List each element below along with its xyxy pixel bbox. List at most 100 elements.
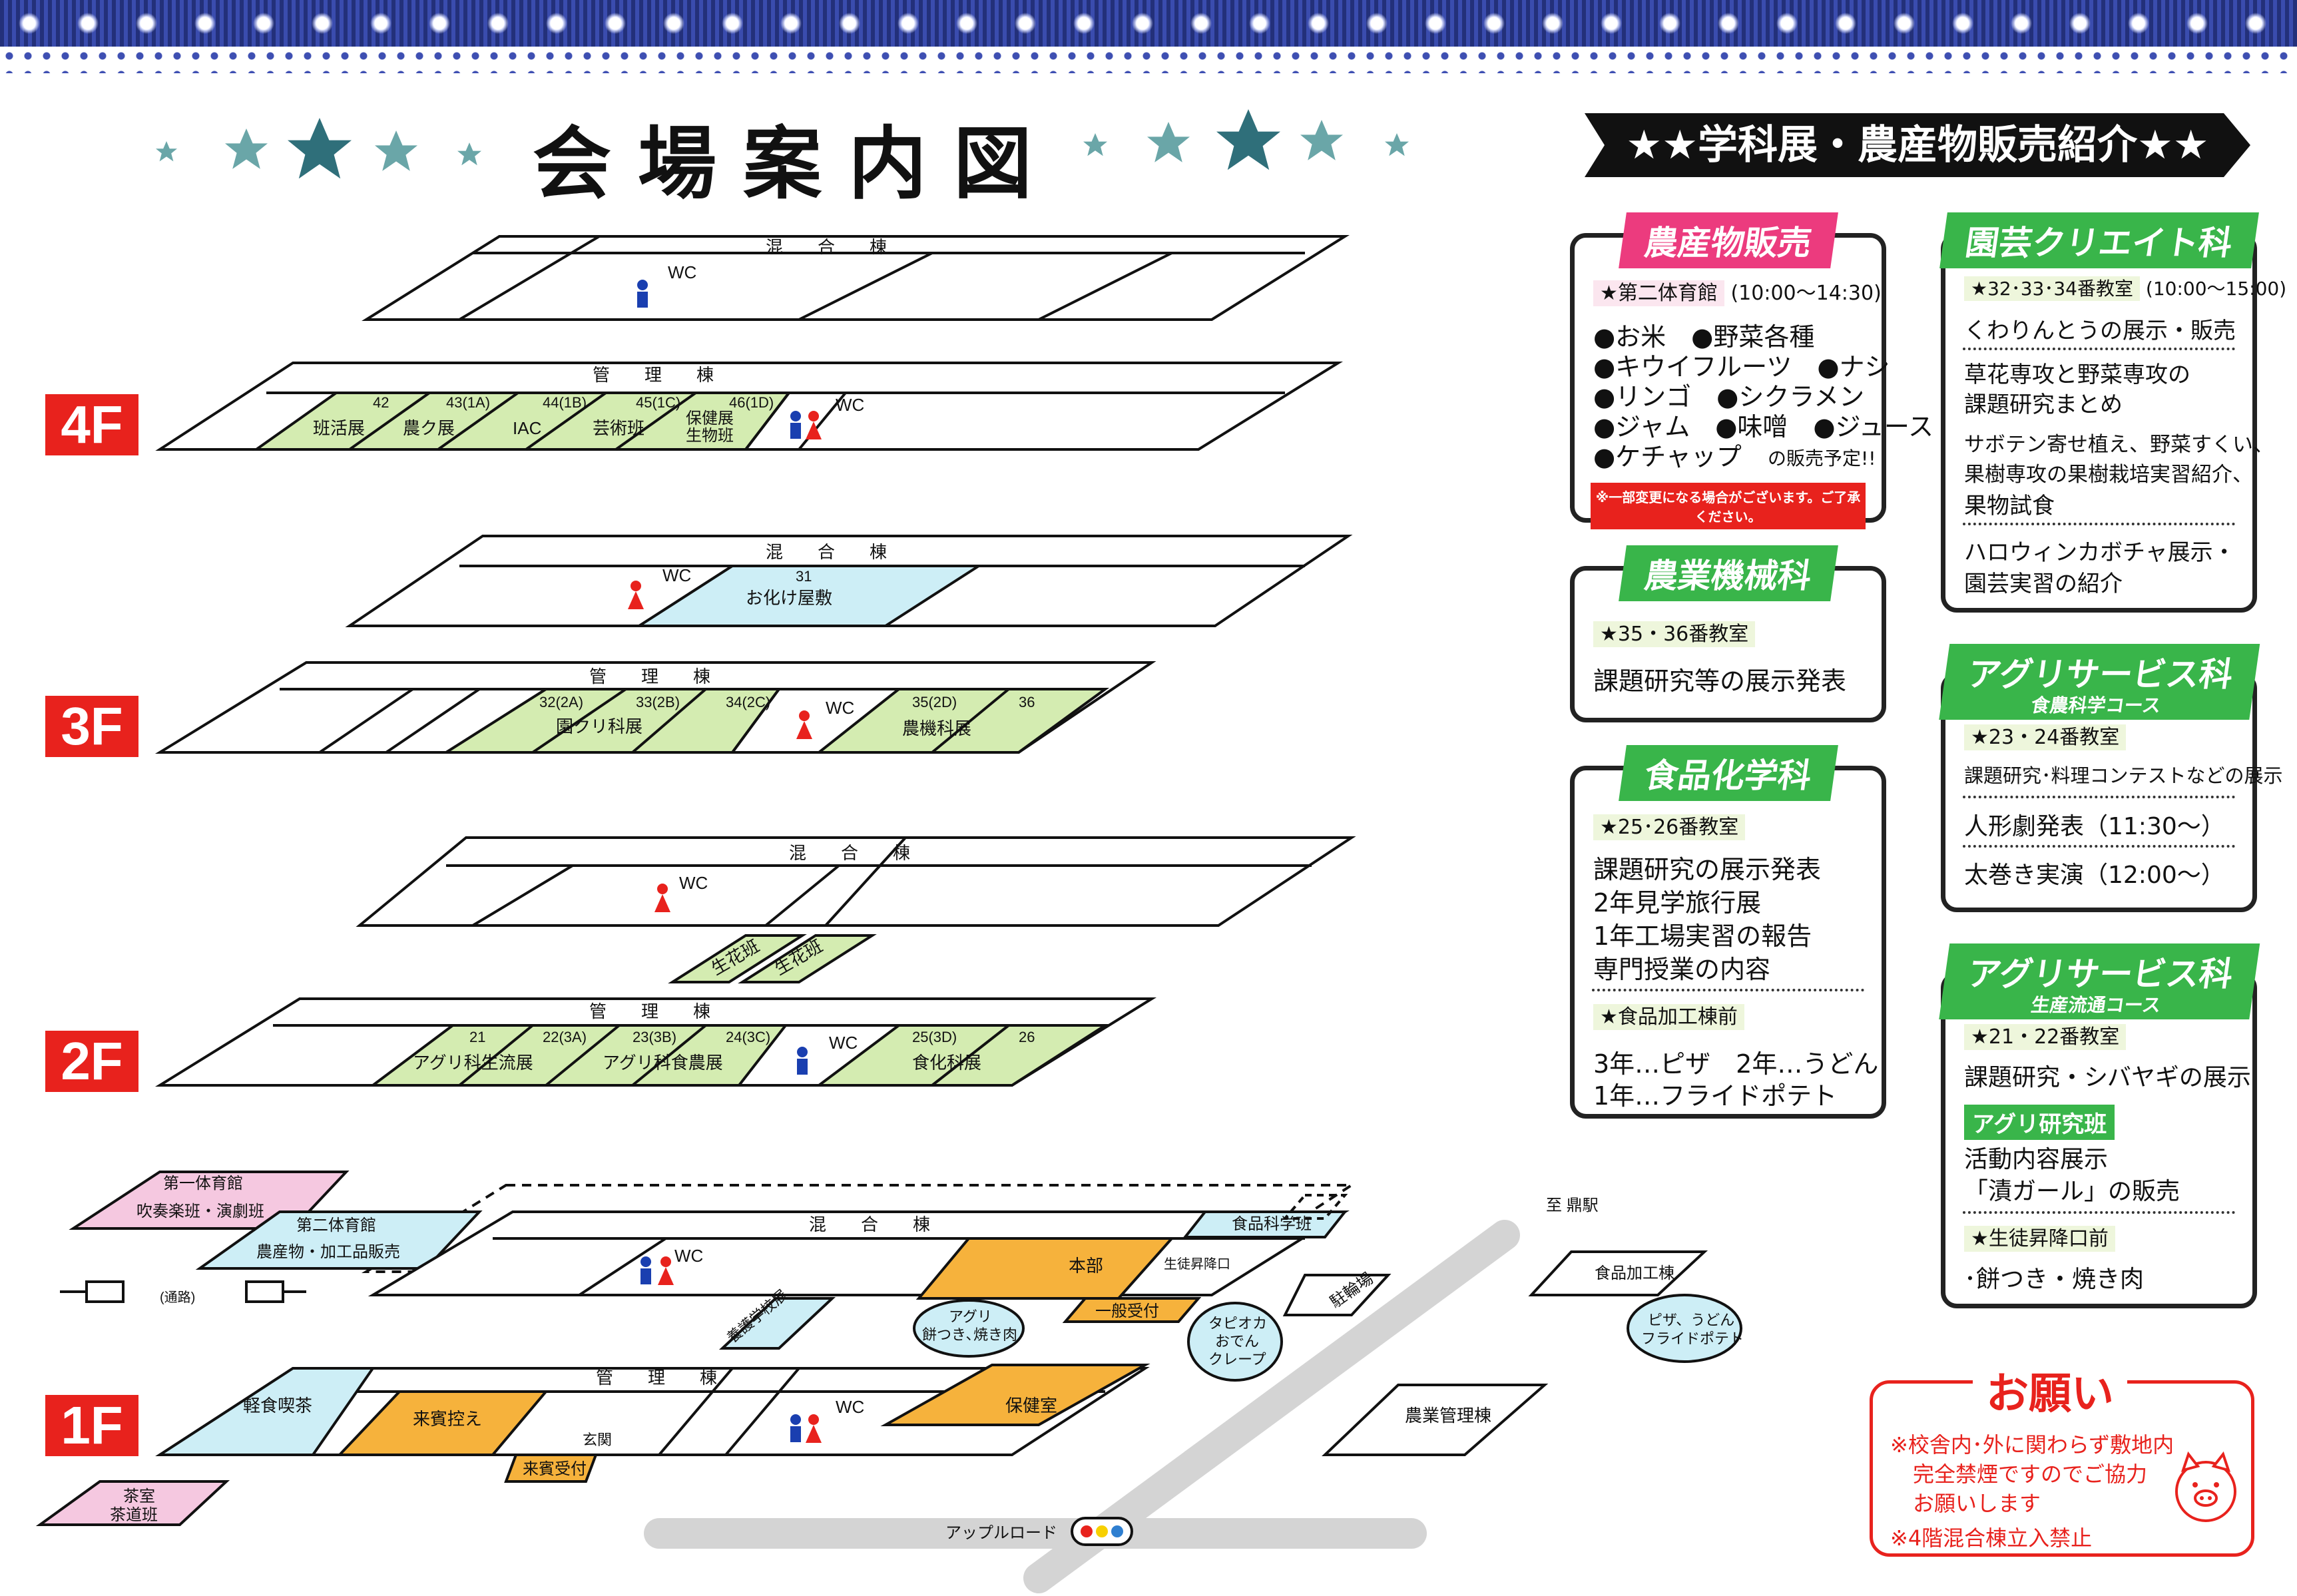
card-tag: 農業機械科 [1618, 545, 1838, 601]
raihin-uketsuke [504, 1454, 598, 1483]
card-line: 2年見学旅行展 [1593, 888, 1762, 918]
room-num: 21 [469, 1029, 485, 1045]
sadou-label: 茶道班 [110, 1506, 158, 1524]
card-line: 課題研究まとめ [1964, 392, 2123, 418]
label-kanri: 管 理 棟 [589, 1001, 710, 1021]
room-name: IAC [513, 418, 541, 438]
tapioca-bubble [1187, 1302, 1283, 1382]
card-yotei: の販売予定!! [1768, 447, 1876, 469]
wc-female-icon [796, 710, 812, 739]
seika-1 [668, 934, 807, 983]
room-name: 園クリ科展 [556, 716, 642, 736]
room-num: 25(3D) [912, 1029, 957, 1045]
card-tag: 園芸クリエイト科 [1939, 212, 2259, 268]
floor-3f [154, 535, 1353, 754]
label-wc: WC [836, 1397, 864, 1417]
room-num: 42 [373, 394, 389, 411]
card-shokuhin-kagaku: 食品化学科 ★25･26番教室 課題研究の展示発表 2年見学旅行展 1年工場実習… [1570, 745, 1886, 1119]
honbu-label: 本部 [1069, 1256, 1103, 1276]
card-place: ★23・24番教室 [1964, 724, 2127, 750]
floor-label-2f: 2F [45, 1031, 138, 1092]
card-line: サボテン寄せ植え、野菜すくい、 [1964, 433, 2274, 457]
agri-bubble-line1: アグリ [949, 1308, 992, 1325]
2f-konkou-building [356, 836, 1356, 927]
card-line: 「漬ガール」の販売 [1964, 1178, 2180, 1205]
label-wc: WC [662, 565, 691, 585]
room-num: 32(2A) [539, 694, 583, 710]
card-line: 草花専攻と野菜専攻の [1964, 362, 2190, 388]
notice-box: お願い ※校舎内･外に関わらず敷地内 完全禁煙ですのでご協力 お願いします ※4… [1870, 1360, 2254, 1557]
pizza-line2: フライドポテト [1641, 1330, 1744, 1347]
card-agri-shokunou: アグリサービス科 食農科学コース ★23・24番教室 課題研究･料理コンテストな… [1938, 644, 2283, 912]
gym1-label: 第一体育館 [163, 1175, 243, 1193]
room-name: お化け屋敷 [746, 588, 832, 608]
label-wc: WC [826, 698, 854, 718]
seito-koukaguchi-label: 生徒昇降口 [1164, 1256, 1230, 1272]
raihin-hikae [336, 1390, 549, 1456]
card-tag: アグリサービス科 [1965, 955, 2235, 993]
card-item: ●リンゴ ●シクラメン [1593, 382, 1865, 411]
room-name: 食化科展 [912, 1053, 981, 1073]
wc-male-icon [637, 280, 648, 308]
card-time: (10:00〜15:00) [2145, 278, 2287, 300]
agri-bubble [913, 1299, 1025, 1358]
room-num: 45(1C) [636, 394, 680, 411]
wc-male-icon [640, 1256, 651, 1284]
wc-male-icon [790, 1414, 801, 1442]
label-kanri: 管 理 棟 [596, 1368, 717, 1388]
card-nougyou-kikai: 農業機械科 ★35・36番教室 課題研究等の展示発表 [1570, 545, 1886, 722]
4f-konkou-building [362, 235, 1350, 321]
notice-heading: お願い [1973, 1360, 2127, 1421]
page-title: 会場案内図 [533, 117, 1059, 210]
card-line: 果物試食 [1964, 493, 2055, 519]
ippan-uketsuke [1062, 1297, 1202, 1323]
agri-kenkyu-tag: アグリ研究班 [1964, 1105, 2115, 1140]
card-line: くわりんとうの展示・販売 [1964, 318, 2236, 344]
card-line: 1年工場実習の報告 [1593, 922, 1812, 951]
card-line: 3年…ピザ 2年…うどん [1593, 1049, 1879, 1079]
room-name: 保健展 [686, 409, 734, 427]
card-line: 課題研究・シバヤギの展示 [1964, 1064, 2251, 1091]
decorative-header-band [0, 0, 2297, 73]
card-line: 活動内容展示 [1964, 1146, 2109, 1173]
ippan-label: 一般受付 [1095, 1302, 1159, 1320]
room-num: 36 [1019, 694, 1035, 710]
floor-4f [155, 235, 1350, 451]
tapioca-line3: クレープ [1208, 1351, 1266, 1368]
card-note: ※一部変更になる場合がございます。ご了承ください。 [1591, 483, 1866, 529]
card-line: ･餅つき・焼き肉 [1964, 1266, 2145, 1293]
raihin-uketsuke-label: 来賓受付 [523, 1460, 587, 1478]
card-place: ★生徒昇降口前 [1964, 1226, 2115, 1252]
map-labels: 混 合 棟 WC 管 理 棟 WC 42 班活展 43(1A) 農ク展 44(1… [110, 237, 1744, 1542]
card-line: ハロウィンカボチャ展示・ [1964, 539, 2236, 566]
gym1-sub: 吹奏楽班・演劇班 [136, 1202, 264, 1220]
room-name: 農機科展 [902, 718, 971, 738]
shokuhin-kagaku [1182, 1210, 1348, 1238]
room-num: 26 [1019, 1029, 1035, 1045]
card-item: ●キウイフルーツ ●ナシ [1593, 352, 1890, 382]
passage-stairs [60, 1280, 306, 1303]
label-wc: WC [679, 873, 708, 893]
room-name: 農ク展 [403, 418, 455, 438]
gym2-sub: 農産物・加工品販売 [256, 1243, 400, 1261]
floor-label-1f: 1F [45, 1395, 138, 1456]
wc-male-icon [797, 1047, 808, 1075]
card-place: ★21・22番教室 [1964, 1024, 2127, 1050]
kashoku-label: 軽食喫茶 [243, 1396, 312, 1416]
hokenshitsu [880, 1364, 1150, 1426]
pig-icon [2175, 1451, 2236, 1522]
room-num: 34(2C) [726, 694, 770, 710]
card-place: ★32･33･34番教室 [1964, 276, 2140, 301]
room-name: 班活展 [313, 418, 365, 438]
label-konkou: 混 合 棟 [789, 843, 910, 863]
room-num: 31 [796, 568, 812, 585]
gym2-label: 第二体育館 [296, 1216, 376, 1234]
wc-female-icon [806, 1414, 822, 1443]
label-konkou: 混 合 棟 [809, 1214, 930, 1234]
room-num: 33(2B) [636, 694, 680, 710]
card-line: 課題研究･料理コンテストなどの展示 [1964, 764, 2283, 787]
card-line: 課題研究の展示発表 [1593, 855, 1822, 884]
shokuhin-kakou [1528, 1250, 1708, 1296]
shokuhin-kakou-label: 食品加工棟 [1595, 1264, 1674, 1282]
wc-female-icon [654, 884, 670, 912]
